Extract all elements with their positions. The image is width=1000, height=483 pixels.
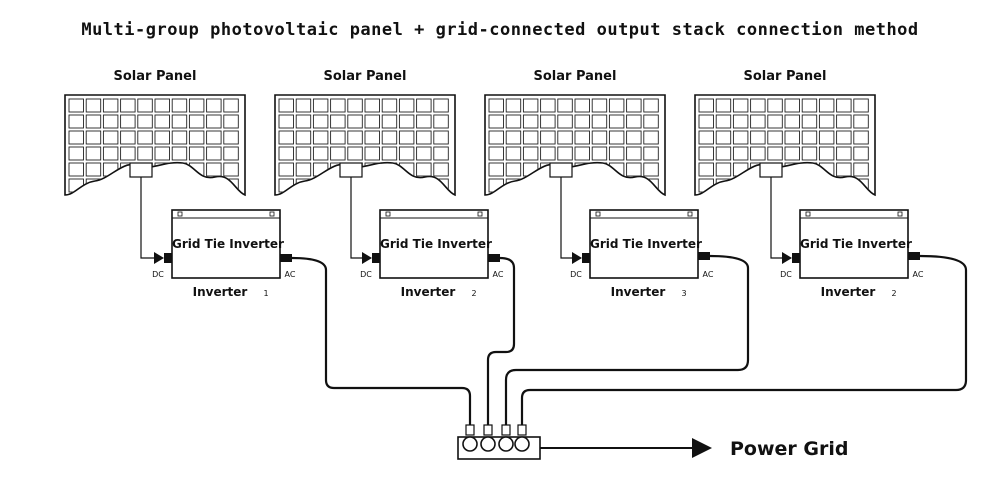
- solar-panel-label: Solar Panel: [744, 69, 827, 84]
- mount-hole: [385, 211, 391, 217]
- dc-connector: [164, 253, 172, 263]
- inverter-number: 2: [471, 289, 476, 298]
- solar-panel: [64, 94, 246, 197]
- mount-hole: [897, 211, 903, 217]
- mount-hole: [595, 211, 601, 217]
- combiner-port-2: [480, 436, 496, 452]
- inverter-body: [799, 209, 909, 279]
- combiner-port-3: [498, 436, 514, 452]
- dc-connector: [582, 253, 590, 263]
- inverter-face-label: Grid Tie Inverter: [380, 237, 492, 251]
- ac-label: AC: [493, 270, 504, 279]
- ac-connector: [488, 254, 500, 262]
- inverter-number: 2: [891, 289, 896, 298]
- plug: [501, 424, 511, 436]
- dc-wire: [770, 177, 790, 259]
- plug: [465, 424, 475, 436]
- dc-arrow-icon: [572, 252, 582, 264]
- mount-hole: [805, 211, 811, 217]
- solar-panel-label: Solar Panel: [534, 69, 617, 84]
- ac-connector: [908, 252, 920, 260]
- junction-box: [549, 162, 573, 178]
- ac-cable-3: [504, 254, 750, 425]
- dc-arrow-icon: [782, 252, 792, 264]
- dc-label: DC: [570, 270, 582, 279]
- ac-cable-2: [486, 256, 516, 425]
- mount-hole: [687, 211, 693, 217]
- ac-connector: [698, 252, 710, 260]
- junction-box: [759, 162, 783, 178]
- solar-panel: [484, 94, 666, 197]
- mount-hole: [269, 211, 275, 217]
- dc-wire: [560, 177, 580, 259]
- inverter-face-label: Grid Tie Inverter: [800, 237, 912, 251]
- dc-connector: [792, 253, 800, 263]
- junction-box: [339, 162, 363, 178]
- combiner-port-4: [514, 436, 530, 452]
- ac-cable-4: [520, 254, 968, 425]
- plug: [483, 424, 493, 436]
- inverter-label: Inverter: [821, 285, 876, 299]
- inverter-label: Inverter: [193, 285, 248, 299]
- inverter-label: Inverter: [611, 285, 666, 299]
- ac-connector: [280, 254, 292, 262]
- solar-panel-label: Solar Panel: [114, 69, 197, 84]
- ac-label: AC: [703, 270, 714, 279]
- junction-box: [129, 162, 153, 178]
- mount-hole: [177, 211, 183, 217]
- dc-label: DC: [360, 270, 372, 279]
- ac-label: AC: [285, 270, 296, 279]
- solar-panel: [694, 94, 876, 197]
- dc-wire: [140, 177, 162, 259]
- inverter-body: [589, 209, 699, 279]
- inverter-number: 1: [263, 289, 268, 298]
- inverter-face-label: Grid Tie Inverter: [172, 237, 284, 251]
- power-grid-label: Power Grid: [730, 438, 848, 460]
- mount-hole: [477, 211, 483, 217]
- inverter-face-label: Grid Tie Inverter: [590, 237, 702, 251]
- dc-arrow-icon: [362, 252, 372, 264]
- dc-label: DC: [152, 270, 164, 279]
- dc-wire: [350, 177, 370, 259]
- dc-label: DC: [780, 270, 792, 279]
- inverter-label: Inverter: [401, 285, 456, 299]
- solar-panel-label: Solar Panel: [324, 69, 407, 84]
- plug: [517, 424, 527, 436]
- dc-connector: [372, 253, 380, 263]
- solar-panel: [274, 94, 456, 197]
- inverter-body: [171, 209, 281, 279]
- ac-cable-1: [291, 256, 472, 425]
- diagram-title: Multi-group photovoltaic panel + grid-co…: [81, 20, 919, 40]
- ac-label: AC: [913, 270, 924, 279]
- inverter-number: 3: [681, 289, 686, 298]
- dc-arrow-icon: [154, 252, 164, 264]
- inverter-body: [379, 209, 489, 279]
- combiner-port-1: [462, 436, 478, 452]
